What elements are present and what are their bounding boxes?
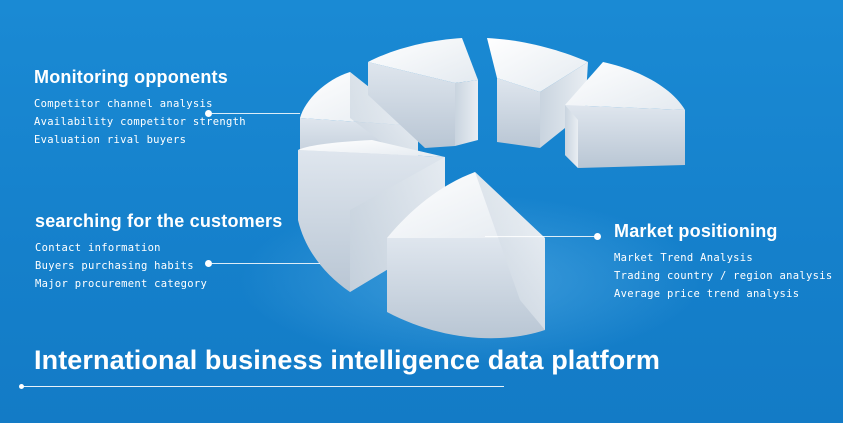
list-item: Competitor channel analysis	[34, 98, 213, 110]
pie-segment-bottom-right	[387, 172, 545, 339]
list-item: Evaluation rival buyers	[34, 134, 187, 146]
section-customers-list: Contact information Buyers purchasing ha…	[35, 239, 282, 293]
pie-segment-top-left	[368, 38, 478, 148]
leader-dot-monitoring	[205, 110, 212, 117]
section-customers: searching for the customers Contact info…	[35, 211, 282, 293]
leader-dot-customers	[205, 260, 212, 267]
leader-dot-market	[594, 233, 601, 240]
pie-segment-top-right	[487, 38, 588, 148]
list-item: Buyers purchasing habits	[35, 260, 194, 272]
section-market-list: Market Trend Analysis Trading country / …	[614, 249, 833, 303]
pie-segment-right	[565, 62, 685, 168]
section-market-title: Market positioning	[614, 221, 778, 241]
section-monitoring: Monitoring opponents Competitor channel …	[34, 67, 246, 149]
leader-line-customers	[212, 263, 320, 264]
section-market: Market positioning Market Trend Analysis…	[614, 221, 833, 303]
list-item: Major procurement category	[35, 278, 208, 290]
section-monitoring-list: Competitor channel analysis Availability…	[34, 95, 246, 149]
leader-line-market	[485, 236, 595, 237]
headline-underline	[20, 386, 504, 387]
list-item: Trading country / region analysis	[614, 270, 833, 282]
leader-line-monitoring	[212, 113, 300, 114]
list-item: Availability competitor strength	[34, 116, 246, 128]
section-monitoring-title: Monitoring opponents	[34, 67, 228, 87]
list-item: Market Trend Analysis	[614, 252, 754, 264]
headline-underline-dot	[19, 384, 24, 389]
section-customers-title: searching for the customers	[35, 211, 283, 231]
page-headline: International business intelligence data…	[34, 345, 661, 375]
list-item: Average price trend analysis	[614, 288, 800, 300]
list-item: Contact information	[35, 242, 161, 254]
